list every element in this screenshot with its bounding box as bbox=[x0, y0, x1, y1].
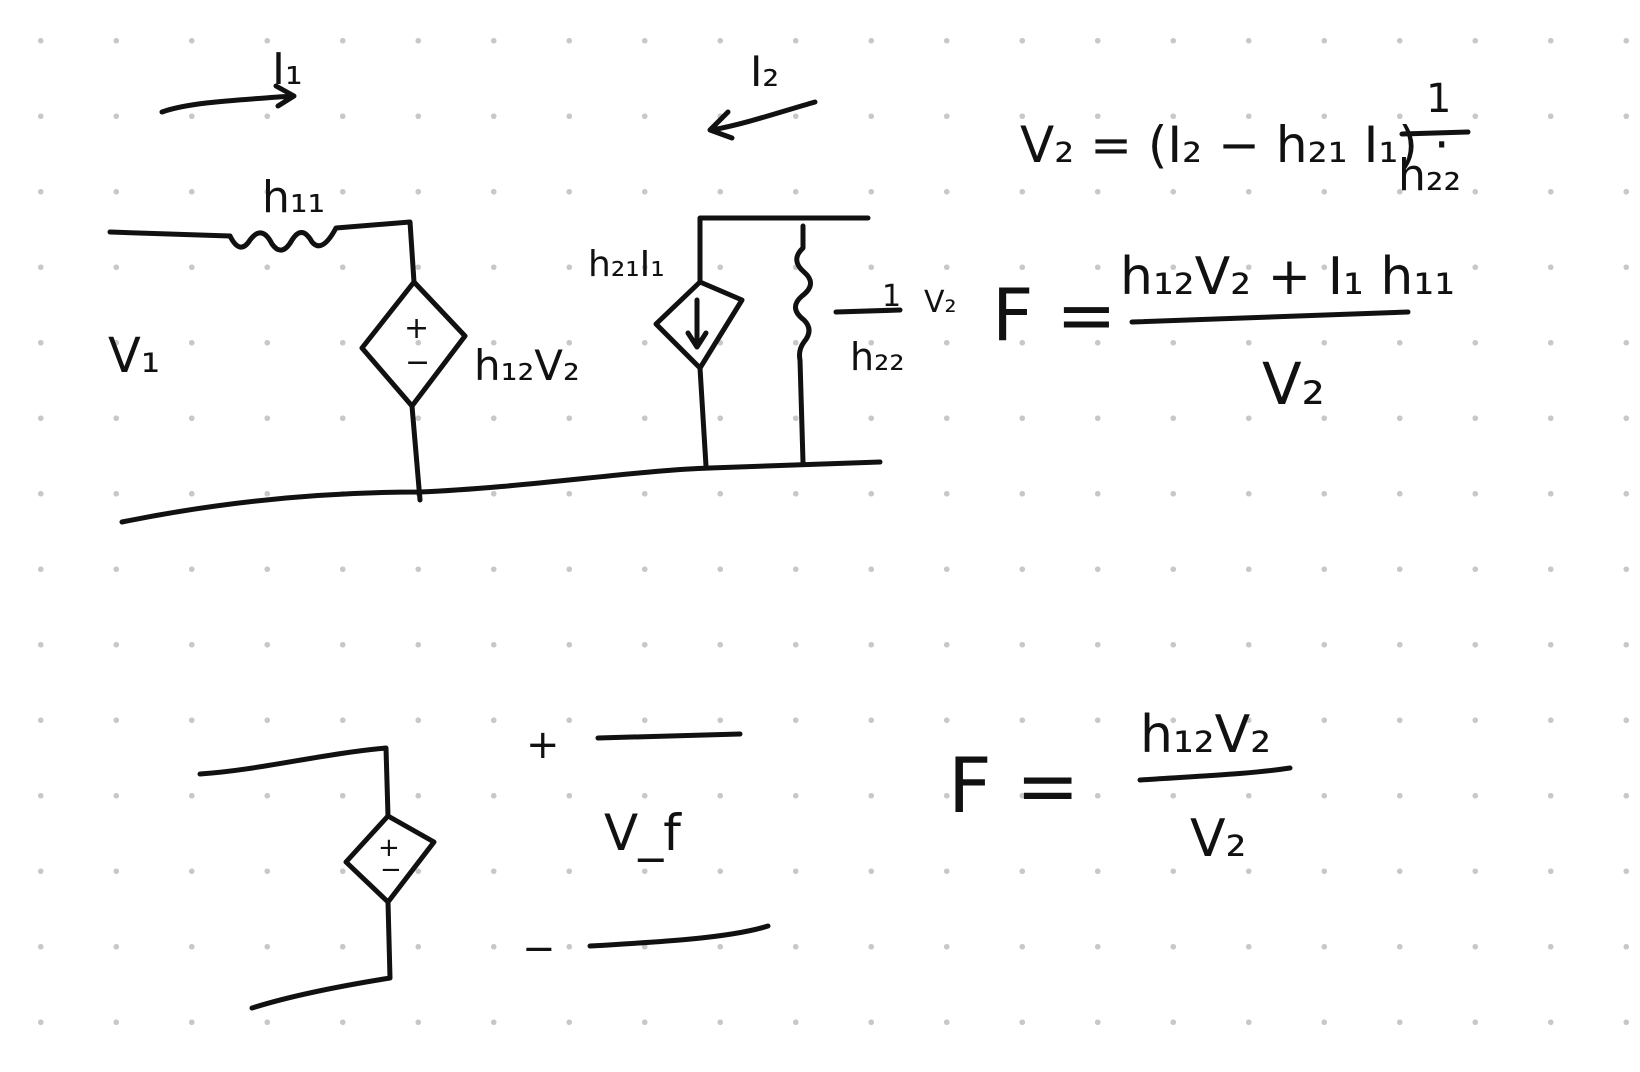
eq-v2-num: 1 bbox=[1426, 76, 1451, 122]
eq-f2-num: h₁₂V₂ bbox=[1140, 705, 1271, 765]
current-arrow-i1-icon bbox=[159, 83, 297, 115]
eq-v2-frac-bar bbox=[1399, 129, 1471, 137]
r-frac-bar bbox=[833, 307, 903, 315]
bottom-source-minus: − bbox=[380, 855, 402, 885]
eq-f1-frac-bar bbox=[1129, 309, 1411, 325]
label-v1: V₁ bbox=[108, 328, 160, 384]
eq-f1-num: h₁₂V₂ + I₁ h₁₁ bbox=[1120, 247, 1455, 307]
bottom-top-terminal-line bbox=[595, 731, 743, 741]
bottom-source-plus: + bbox=[378, 833, 400, 863]
output-resistor-wire bbox=[793, 223, 813, 465]
dependent-current-source-icon bbox=[653, 279, 745, 371]
source-minus-sign: − bbox=[405, 345, 430, 380]
eq-f2-lhs: F = bbox=[948, 741, 1080, 830]
r-frac-denominator: h₂₂ bbox=[850, 335, 905, 379]
eq-f1-den: V₂ bbox=[1262, 350, 1325, 418]
r-frac-numerator: 1 bbox=[882, 279, 901, 314]
label-h21i1: h₂₁I₁ bbox=[588, 244, 665, 285]
eq-f1-lhs: F = bbox=[992, 273, 1117, 357]
equation-v2: V₂ = (I₂ − h₂₁ I₁) · 1 h₂₂ bbox=[1020, 76, 1471, 201]
label-v2: V₂ bbox=[924, 285, 957, 320]
eq-v2-lhs: V₂ = (I₂ − h₂₁ I₁) · bbox=[1020, 116, 1450, 174]
output-top-wire bbox=[697, 215, 871, 285]
equation-f2: F = h₁₂V₂ V₂ bbox=[948, 705, 1293, 869]
label-vf: V_f bbox=[604, 804, 682, 862]
bottom-circuit: + − + V_f − bbox=[197, 722, 771, 1011]
current-arrow-i2-icon bbox=[707, 99, 818, 141]
source-lower-wire bbox=[409, 403, 423, 503]
source-plus-sign: + bbox=[404, 311, 429, 346]
resistor-h11-icon bbox=[227, 219, 417, 285]
top-circuit: I₁ I₂ h₁₁ V₁ + − h₁₂V₂ h₂₁I₁ 1 h₂₂ V₂ bbox=[107, 44, 957, 525]
label-i1: I₁ bbox=[272, 44, 303, 95]
eq-f2-den: V₂ bbox=[1190, 809, 1246, 869]
bottom-upper-wire bbox=[197, 745, 391, 819]
bottom-lower-wire bbox=[249, 899, 393, 1011]
label-i2: I₂ bbox=[750, 47, 779, 96]
bottom-bottom-terminal-line bbox=[587, 923, 771, 949]
bottom-minus-sign: − bbox=[522, 926, 556, 972]
eq-f2-frac-bar bbox=[1137, 765, 1293, 783]
bottom-plus-sign: + bbox=[526, 722, 560, 768]
label-h12v2: h₁₂V₂ bbox=[474, 341, 580, 390]
eq-v2-den: h₂₂ bbox=[1398, 150, 1461, 201]
input-wire bbox=[107, 229, 233, 239]
label-h11: h₁₁ bbox=[262, 172, 325, 223]
equation-f1: F = h₁₂V₂ + I₁ h₁₁ V₂ bbox=[992, 247, 1455, 418]
current-source-lower-wire bbox=[697, 365, 709, 469]
ground-wire bbox=[119, 459, 883, 525]
